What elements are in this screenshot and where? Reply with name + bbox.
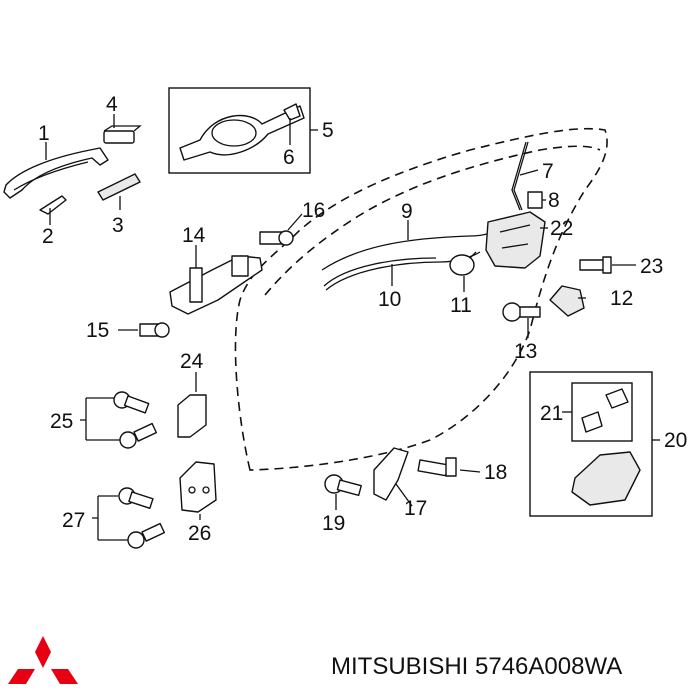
bolt-18	[417, 457, 457, 477]
cylinder-cap	[103, 125, 142, 144]
callout-17: 17	[404, 497, 427, 520]
callout-26: 26	[188, 522, 211, 545]
lock-actuator-assembly	[571, 451, 641, 506]
actuator	[449, 251, 477, 276]
callout-10: 10	[378, 288, 401, 311]
callout-20: 20	[664, 429, 687, 452]
logo-diamond-top	[35, 636, 51, 668]
clip-set	[581, 388, 629, 433]
handle-base-bracket	[169, 255, 263, 315]
frame-clip	[283, 103, 301, 121]
callout-24: 24	[180, 350, 204, 373]
callout-14: 14	[182, 224, 206, 247]
bolt-25-upper	[113, 391, 150, 414]
callout-13: 13	[514, 340, 537, 363]
callout-11: 11	[450, 294, 472, 317]
callout-8: 8	[548, 189, 560, 212]
logo-diamond-left	[8, 669, 35, 684]
door-outline	[234, 127, 608, 471]
callout-25: 25	[50, 410, 73, 433]
bolt-23	[579, 256, 612, 274]
door-inner-outline	[264, 145, 601, 296]
bolt-25-lower	[119, 422, 158, 449]
callout-18: 18	[484, 461, 507, 484]
inner-handle-frame	[179, 105, 305, 161]
callout-22: 22	[550, 217, 573, 240]
callout-2: 2	[42, 225, 54, 248]
mitsubishi-three-diamonds-logo	[8, 636, 78, 684]
callout-6: 6	[283, 146, 295, 169]
callout-1: 1	[38, 122, 50, 145]
bolt-15	[139, 322, 170, 338]
part-number-caption: MITSUBISHI 5746A008WA	[331, 653, 622, 680]
callout-15: 15	[86, 319, 109, 342]
bolt-16	[259, 230, 294, 246]
hinge-bracket-24	[177, 394, 207, 438]
leader-lines	[45, 114, 660, 541]
rod-clip	[527, 191, 543, 209]
screw-13	[502, 302, 541, 322]
callout-4: 4	[106, 93, 118, 116]
door-lock-assembly	[485, 211, 546, 269]
callout-numbers: 1 2 3 4 5 6 7 8 9 10 11 12 13 14 15 16 1…	[38, 93, 687, 545]
callout-7: 7	[542, 160, 554, 183]
logo-diamond-right	[51, 669, 78, 684]
hinge-26	[179, 461, 217, 513]
callout-3: 3	[112, 214, 124, 237]
bolt-27-lower	[127, 522, 166, 549]
callout-23: 23	[640, 255, 663, 278]
cable-lower-2	[323, 257, 437, 287]
callout-21: 21	[540, 402, 563, 425]
callout-27: 27	[62, 509, 85, 532]
callout-16: 16	[302, 199, 325, 222]
lock-rod	[511, 141, 529, 211]
striker	[549, 285, 585, 317]
hinge-plate-17	[373, 447, 409, 501]
callout-5: 5	[322, 119, 334, 142]
handle-clip	[39, 195, 67, 215]
outer-door-handle	[3, 147, 109, 199]
callout-12: 12	[610, 287, 633, 310]
bolt-19	[324, 474, 362, 497]
handle-cover	[97, 173, 141, 201]
bolt-27-upper	[118, 487, 154, 510]
callout-19: 19	[322, 512, 345, 535]
callout-9: 9	[401, 200, 413, 223]
lock-kit-box	[529, 371, 653, 517]
